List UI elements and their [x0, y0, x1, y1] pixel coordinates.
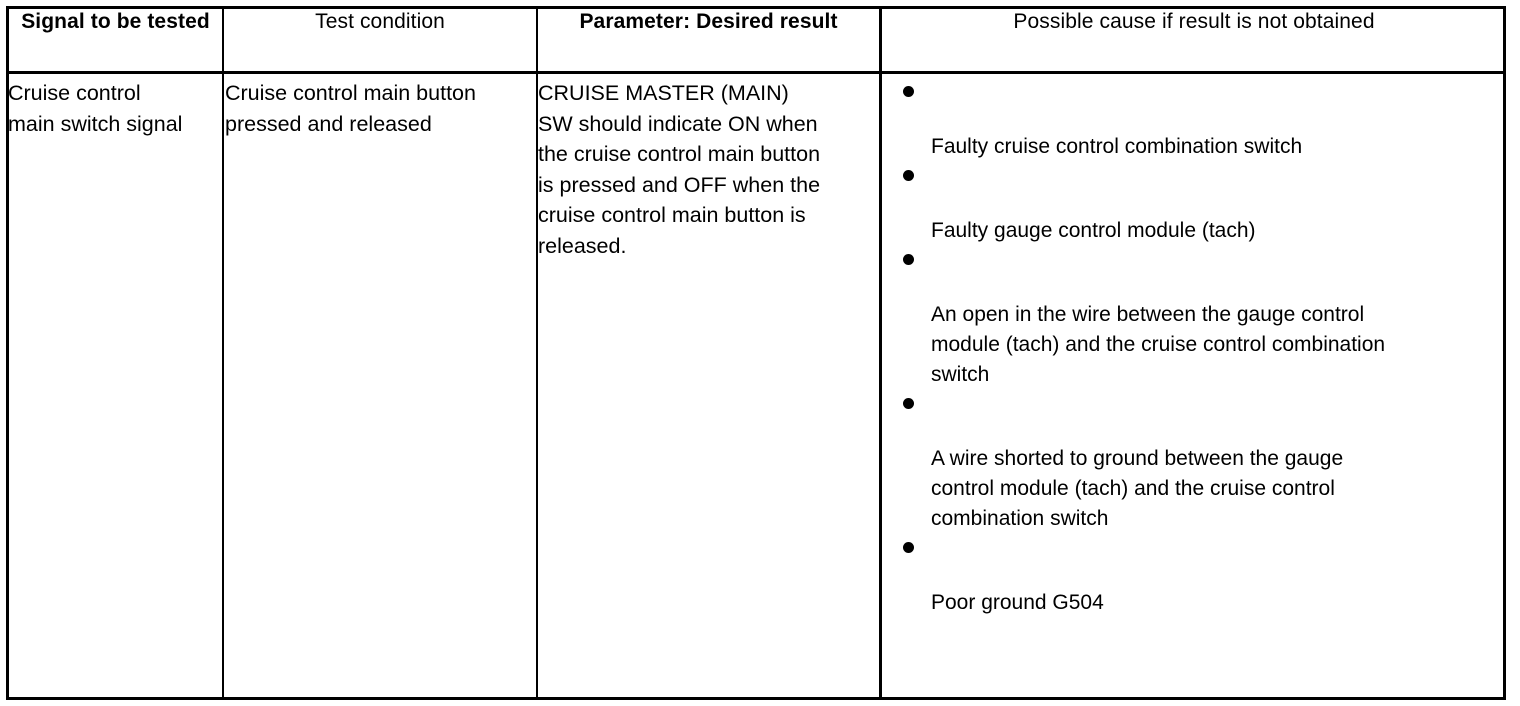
- list-item-label: Poor ground G504: [931, 591, 1104, 614]
- list-item: A wire shorted to ground between the gau…: [882, 390, 1506, 534]
- list-item: Faulty cruise control combination switch: [882, 78, 1506, 162]
- cell-signal-to-be-tested: Cruise control main switch signal: [8, 81, 183, 136]
- list-item-label: An open in the wire between the gauge co…: [931, 303, 1386, 386]
- list-item-label: Faulty cruise control combination switch: [931, 135, 1303, 158]
- column-header-test-condition: Test condition: [315, 10, 445, 33]
- diagnostic-table: [6, 6, 1506, 700]
- list-item: An open in the wire between the gauge co…: [882, 246, 1506, 390]
- column-divider-3: [879, 6, 882, 700]
- bullet-dot-icon: [903, 86, 914, 97]
- column-header-parameter-desired-result: Parameter: Desired result: [579, 10, 838, 33]
- list-item-label: A wire shorted to ground between the gau…: [931, 447, 1344, 530]
- bullet-dot-icon: [903, 542, 914, 553]
- list-item: Poor ground G504: [882, 534, 1506, 618]
- bullet-dot-icon: [903, 398, 914, 409]
- column-header-signal-to-be-tested: Signal to be tested: [21, 10, 210, 33]
- column-header-possible-cause: Possible cause if result is not obtained: [1013, 10, 1375, 33]
- cell-possible-causes: Faulty cruise control combination switch…: [882, 78, 1506, 698]
- bullet-dot-icon: [903, 254, 914, 265]
- cell-test-condition: Cruise control main button pressed and r…: [225, 81, 476, 136]
- header-separator-rule: [6, 71, 1506, 74]
- list-item: Faulty gauge control module (tach): [882, 162, 1506, 246]
- cell-parameter-desired-result: CRUISE MASTER (MAIN) SW should indicate …: [538, 81, 821, 258]
- bullet-dot-icon: [903, 170, 914, 181]
- column-divider-2: [536, 6, 538, 700]
- column-divider-1: [222, 6, 224, 700]
- list-item-label: Faulty gauge control module (tach): [931, 219, 1256, 242]
